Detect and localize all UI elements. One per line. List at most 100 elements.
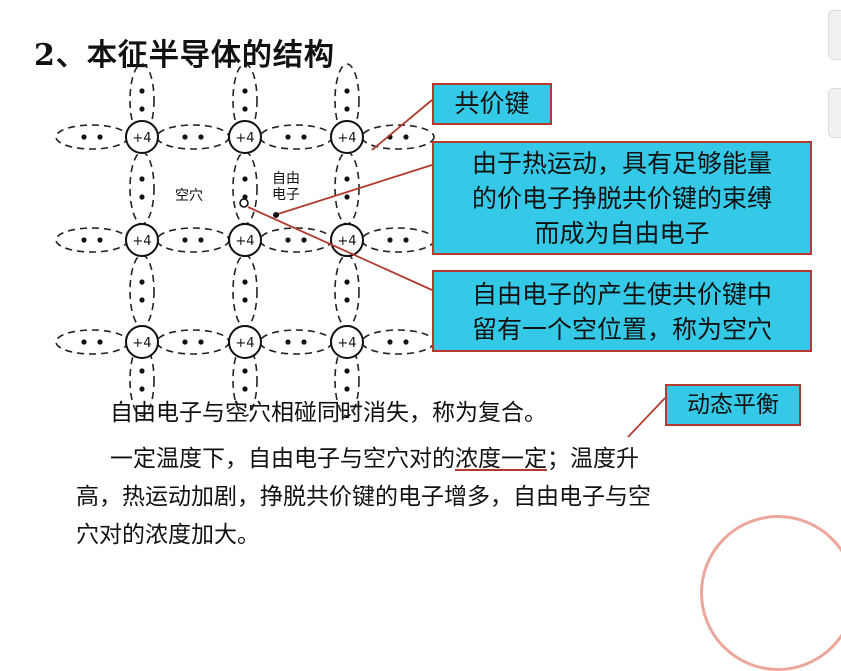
concentration-suffix: ；温度升 [547, 446, 639, 472]
callout-dynamic-equilibrium-text: 动态平衡 [687, 392, 779, 418]
valence-electron [387, 339, 392, 344]
bond-ellipse-v [233, 152, 257, 224]
valence-electron [242, 106, 247, 111]
valence-electron [403, 134, 408, 139]
valence-electron [139, 368, 144, 373]
side-tab-top[interactable] [828, 10, 841, 60]
pointer-covalent-bond [372, 100, 432, 150]
valence-electron [182, 237, 187, 242]
watermark-seal [700, 515, 841, 671]
valence-electron [97, 134, 102, 139]
valence-electron [344, 279, 349, 284]
nucleus-charge-label: +4 [132, 131, 151, 146]
pointer-dynamic-equilibrium [628, 398, 665, 437]
hole-marker [240, 199, 248, 207]
bond-ellipse-h [157, 125, 229, 149]
bond-ellipse-h [157, 228, 229, 252]
valence-electron [139, 297, 144, 302]
nucleus-charge-label: +4 [235, 131, 254, 146]
valence-electron [344, 368, 349, 373]
callout-thermal-motion-line-2: 的价电子挣脱共价键的束缚 [434, 181, 810, 216]
valence-electron [198, 134, 203, 139]
valence-electron [198, 237, 203, 242]
callout-covalent-bond-text: 共价键 [454, 89, 529, 118]
callout-dynamic-equilibrium: 动态平衡 [665, 384, 801, 426]
valence-electron [97, 339, 102, 344]
bond-ellipse-v [130, 255, 154, 327]
temperature-line: 高，热运动加剧，挣脱共价键的电子增多，自由电子与空 [76, 478, 651, 516]
side-tab-bottom[interactable] [828, 88, 841, 138]
nucleus-charge-label: +4 [132, 336, 151, 351]
nucleus-charge-label: +4 [235, 234, 254, 249]
nucleus-charge-label: +4 [132, 234, 151, 249]
callout-thermal-motion-line-3: 而成为自由电子 [434, 216, 810, 251]
concentration-line: 一定温度下，自由电子与空穴对的浓度一定；温度升 [110, 440, 639, 478]
recombination-line: 自由电子与空穴相碰同时消失，称为复合。 [110, 394, 547, 432]
free-electron-dot [273, 212, 279, 218]
nucleus-charge-label: +4 [337, 336, 356, 351]
valence-electron [344, 88, 349, 93]
bond-ellipse-v [233, 255, 257, 327]
callout-thermal-motion-line-1: 由于热运动，具有足够能量 [434, 146, 810, 181]
valence-electron [97, 237, 102, 242]
callout-hole-line-1: 自由电子的产生使共价键中 [434, 277, 810, 312]
pointer-free-electron [278, 165, 432, 214]
valence-electron [139, 106, 144, 111]
valence-electron [242, 386, 247, 391]
valence-electron [301, 237, 306, 242]
valence-electron [387, 237, 392, 242]
concentration-constant-underlined: 浓度一定 [455, 446, 547, 472]
valence-electron [182, 339, 187, 344]
valence-electron [139, 194, 144, 199]
valence-electron [403, 237, 408, 242]
nucleus-charge-label: +4 [337, 234, 356, 249]
concentration-prefix: 一定温度下，自由电子与空穴对的 [110, 446, 455, 472]
valence-electron [81, 237, 86, 242]
callout-thermal-motion: 由于热运动，具有足够能量 的价电子挣脱共价键的束缚 而成为自由电子 [432, 141, 812, 255]
valence-electron [242, 279, 247, 284]
valence-electron [344, 194, 349, 199]
bond-ellipse-h [260, 125, 332, 149]
valence-electron [301, 134, 306, 139]
valence-electron [242, 368, 247, 373]
pointer-hole [248, 207, 432, 290]
callout-hole-definition: 自由电子的产生使共价键中 留有一个空位置，称为空穴 [432, 270, 812, 352]
valence-electron [285, 339, 290, 344]
bond-ellipse-h [56, 125, 128, 149]
bond-ellipse-h [157, 330, 229, 354]
bond-ellipse-h [362, 228, 434, 252]
valence-electron [301, 339, 306, 344]
bond-ellipse-h [362, 330, 434, 354]
valence-electron [242, 297, 247, 302]
hole-label: 空穴 [175, 185, 203, 205]
valence-electron [198, 339, 203, 344]
valence-electron [182, 134, 187, 139]
valence-electron [139, 279, 144, 284]
bond-ellipse-v [130, 152, 154, 224]
concentration-increase-line: 穴对的浓度加大。 [76, 516, 260, 554]
valence-electron [81, 339, 86, 344]
valence-electron [344, 386, 349, 391]
nucleus-charge-label: +4 [235, 336, 254, 351]
valence-electron [285, 134, 290, 139]
bond-ellipse-h [56, 228, 128, 252]
valence-electron [139, 88, 144, 93]
valence-electron [403, 339, 408, 344]
valence-electron [81, 134, 86, 139]
valence-electron [285, 237, 290, 242]
callout-covalent-bond: 共价键 [432, 83, 552, 125]
bond-ellipse-h [56, 330, 128, 354]
valence-electron [242, 88, 247, 93]
valence-electron [242, 176, 247, 181]
valence-electron [139, 176, 144, 181]
bond-ellipse-v [335, 255, 359, 327]
valence-electron [344, 297, 349, 302]
callout-hole-line-2: 留有一个空位置，称为空穴 [434, 312, 810, 347]
nucleus-charge-label: +4 [337, 131, 356, 146]
valence-electron [344, 176, 349, 181]
valence-electron [344, 106, 349, 111]
free-electron-label-2: 电子 [272, 184, 300, 204]
bond-ellipse-v [335, 152, 359, 224]
bond-ellipse-h [260, 330, 332, 354]
valence-electron [139, 386, 144, 391]
